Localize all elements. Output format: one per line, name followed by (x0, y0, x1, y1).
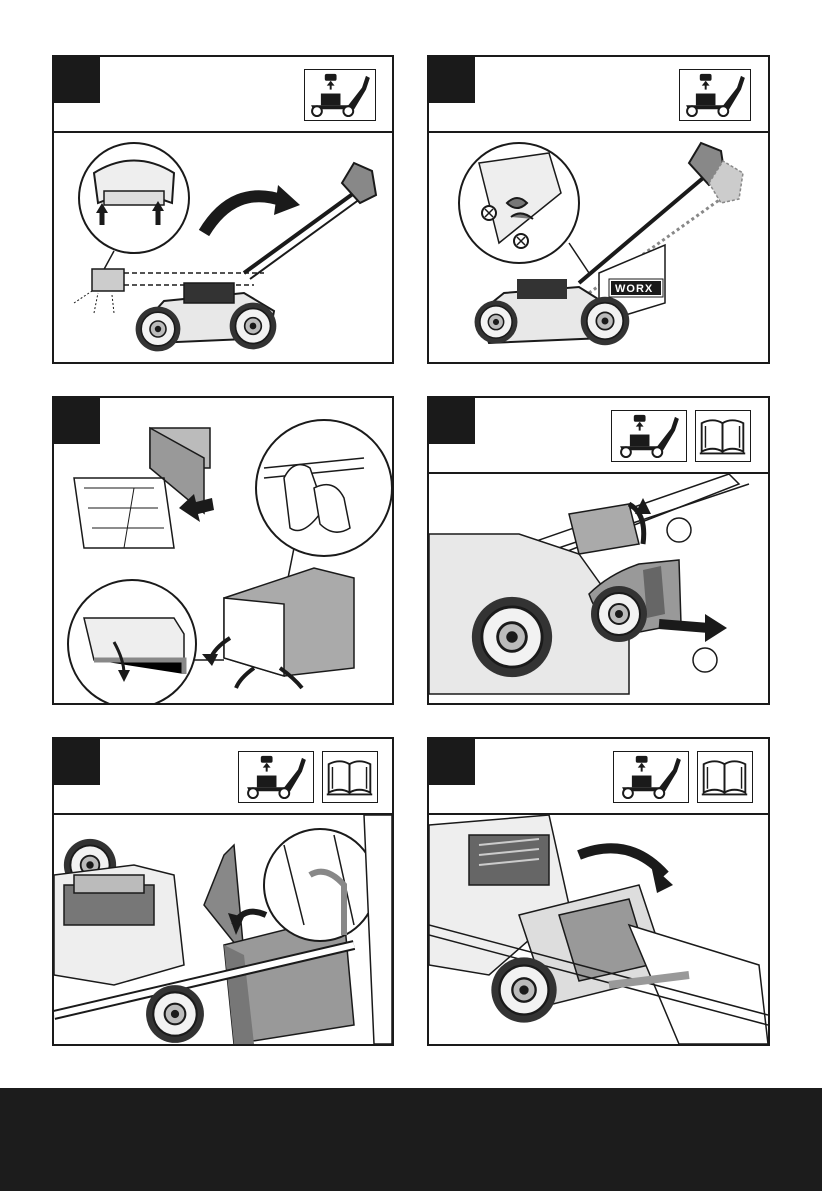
battery-removed-icon (679, 69, 751, 121)
step-number-badge (429, 57, 475, 103)
brand-wordmark: WORX (615, 283, 653, 295)
step-1-illustration (54, 133, 392, 362)
step-3-panel (52, 396, 394, 705)
step-number-badge (429, 398, 475, 444)
manual-book-icon (697, 751, 753, 803)
step-4-panel (427, 396, 770, 705)
battery-removed-icon (238, 751, 314, 803)
step-2-header (429, 57, 768, 133)
step-number-badge (54, 57, 100, 103)
step-5-panel (52, 737, 394, 1046)
step-1-header (54, 57, 392, 133)
manual-book-icon (695, 410, 751, 462)
battery-removed-icon (304, 69, 376, 121)
step-3-illustration (54, 398, 392, 703)
manual-book-icon (322, 751, 378, 803)
step-6-illustration (429, 815, 768, 1044)
step-2-illustration: WORX (429, 133, 768, 362)
page-footer-band (0, 1088, 822, 1191)
step-number-badge (429, 739, 475, 785)
step-number-badge (54, 739, 100, 785)
step-1-panel (52, 55, 394, 364)
step-4-header (429, 398, 768, 474)
step-6-panel (427, 737, 770, 1046)
battery-removed-icon (613, 751, 689, 803)
step-5-header (54, 739, 392, 815)
step-2-panel: WORX (427, 55, 770, 364)
step-6-header (429, 739, 768, 815)
step-5-illustration (54, 815, 392, 1044)
battery-removed-icon (611, 410, 687, 462)
step-4-illustration (429, 474, 768, 703)
